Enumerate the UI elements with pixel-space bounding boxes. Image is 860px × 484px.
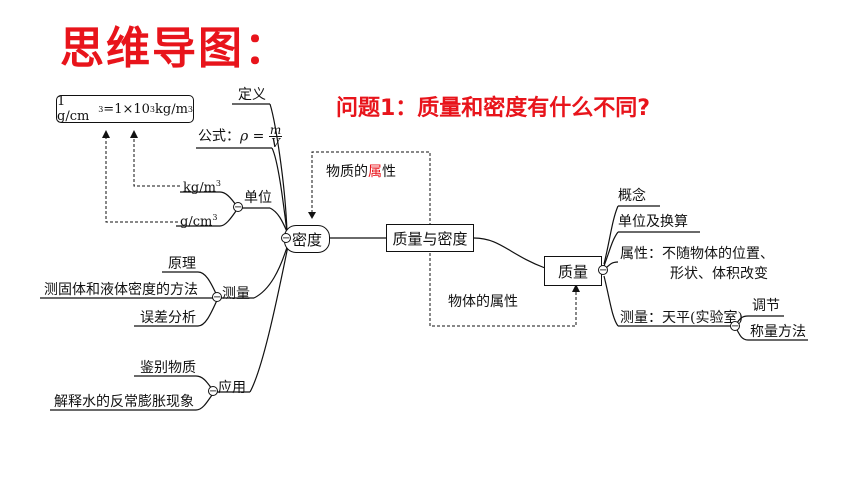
formula-prefix: 公式： [198,128,240,145]
method-label: 测固体和液体密度的方法 [44,282,198,298]
mass-property-label-1: 属性：不随物体的位置、 [620,246,774,262]
page-title: 思维导图： [60,23,290,74]
conversion-exp-2: 3 [149,104,155,114]
unit-collapse-icon: − [233,202,243,213]
conversion-lhs: 1 g/cm [57,94,90,124]
measure-collapse-icon: − [212,292,222,303]
formula-rho: ρ = [240,128,265,145]
mass-measure-collapse-icon: − [730,321,740,332]
property-bottom-label: 物体的属性 [448,294,518,310]
apply-collapse-icon: − [208,386,218,397]
mass-label: 质量 [557,262,588,281]
conversion-exp-1: 3 [98,104,104,114]
definition-label: 定义 [238,87,266,103]
unit-kg-text: kg/m [183,180,216,196]
mass-concept-label: 概念 [618,188,646,204]
unit-g-exp: 3 [212,213,218,222]
mass-collapse-icon: − [598,265,608,276]
mass-measure-label: 测量：天平(实验室) [620,310,743,326]
explain-label: 解释水的反常膨胀现象 [54,394,194,410]
apply-group-label: 应用 [218,380,246,396]
conversion-mid: =1×10 [103,101,150,117]
formula-denominator: V [271,136,280,150]
unit-g-label: g/cm3 [180,210,217,230]
unit-group-label: 单位 [244,190,272,206]
main-node: 质量与密度 [386,224,474,252]
density-node: 密度 [284,225,330,253]
property-top-part1: 物质的 [326,164,368,180]
mass-property-label-2: 形状、体积改变 [670,266,768,282]
main-label: 质量与密度 [392,229,468,248]
measure-group-label: 测量 [222,286,250,302]
density-label: 密度 [291,230,322,249]
property-top-label: 物质的属性 [326,164,396,180]
density-collapse-icon: − [281,233,291,244]
question-heading: 问题1：质量和密度有什么不同? [336,96,651,121]
formula-numerator: m [268,123,283,137]
mass-node: 质量 [544,256,602,286]
unit-g-text: g/cm [180,214,213,230]
unit-kg-label: kg/m3 [183,176,221,196]
unit-kg-exp: 3 [215,179,221,188]
conversion-exp-3: 3 [187,104,193,114]
mass-unit-label: 单位及换算 [618,214,688,230]
conversion-rhs: kg/m [155,101,188,117]
identify-label: 鉴别物质 [140,360,196,376]
principle-label: 原理 [168,256,196,272]
property-top-part2: 性 [382,164,396,180]
mass-method-label: 称量方法 [750,324,806,340]
error-label: 误差分析 [140,310,196,326]
property-top-red: 属 [368,164,382,180]
mass-adjust-label: 调节 [752,298,780,314]
